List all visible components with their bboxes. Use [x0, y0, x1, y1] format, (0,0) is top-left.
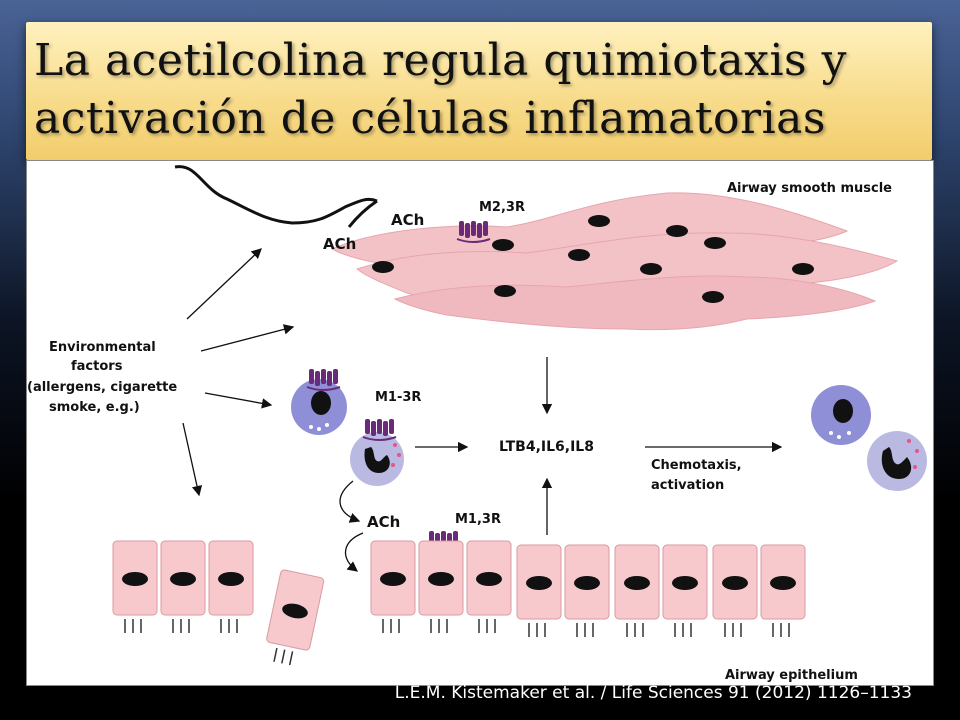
- muscle-nucleus: [494, 285, 516, 297]
- citation: L.E.M. Kistemaker et al. / Life Sciences…: [394, 683, 912, 703]
- label-ach-bottom: ACh: [367, 513, 400, 531]
- epithelial-cell: [662, 544, 708, 638]
- slide-title: La acetilcolina regula quimiotaxis y act…: [34, 32, 934, 148]
- muscle-nucleus: [704, 237, 726, 249]
- title-line-2: activación de células inflamatorias: [34, 93, 826, 144]
- eosinophil-right: [811, 385, 871, 445]
- epithelial-cell: [160, 540, 206, 634]
- label-env-4: smoke, e.g.): [49, 400, 140, 415]
- label-mediators: LTB4,IL6,IL8: [499, 439, 594, 455]
- muscle-nucleus: [588, 215, 610, 227]
- label-env-2: factors: [71, 359, 123, 374]
- arrow-env-to-eosinophil: [204, 392, 273, 409]
- label-airway-smooth-muscle: Airway smooth muscle: [727, 181, 892, 196]
- epithelial-cell: [418, 540, 464, 634]
- neutrophil-right: [867, 431, 927, 491]
- muscle-nucleus: [702, 291, 724, 303]
- arrow-env-to-muscle: [200, 324, 295, 352]
- diagram-svg: Airway smooth muscle ACh ACh M2,3R Envir…: [27, 165, 927, 683]
- arrow-env-to-epithelium: [182, 422, 203, 497]
- epithelial-cell: [208, 540, 254, 634]
- muscle-nucleus: [666, 225, 688, 237]
- epithelial-cell: [112, 540, 158, 634]
- muscle-nucleus: [792, 263, 814, 275]
- epithelial-cell: [370, 540, 416, 634]
- epithelial-cell: [466, 540, 512, 634]
- diagram-panel: Airway smooth muscle ACh ACh M2,3R Envir…: [26, 160, 934, 686]
- label-m13r-cells: M1-3R: [375, 390, 421, 405]
- label-ach-top-2: ACh: [323, 235, 356, 253]
- epithelial-cell-detached: [261, 568, 326, 670]
- nerve-fiber: [174, 165, 378, 225]
- arrow-neutrophil-to-ach: [339, 480, 361, 523]
- muscle-nucleus: [640, 263, 662, 275]
- title-line-1: La acetilcolina regula quimiotaxis y: [34, 35, 847, 86]
- muscle-nucleus: [372, 261, 394, 273]
- label-airway-epithelium: Airway epithelium: [725, 668, 858, 683]
- label-ach-top-1: ACh: [391, 211, 424, 229]
- epithelial-cell: [564, 544, 610, 638]
- title-banner: [26, 22, 932, 160]
- epithelial-cell: [712, 544, 758, 638]
- label-chemotaxis-1: Chemotaxis,: [651, 458, 742, 473]
- eosinophil-left: [291, 379, 347, 435]
- label-m13r-epi: M1,3R: [455, 512, 501, 527]
- label-env-1: Environmental: [49, 340, 156, 355]
- muscle-nucleus: [492, 239, 514, 251]
- label-m23r: M2,3R: [479, 200, 525, 215]
- epithelial-cell: [760, 544, 806, 638]
- nerve-branch: [347, 199, 378, 228]
- label-env-3: (allergens, cigarette: [27, 380, 177, 395]
- label-chemotaxis-2: activation: [651, 478, 724, 493]
- muscle-nucleus: [568, 249, 590, 261]
- epithelial-cell: [516, 544, 562, 638]
- neutrophil-left: [350, 432, 404, 486]
- smooth-muscle-layer: [330, 192, 899, 331]
- epithelial-cell: [614, 544, 660, 638]
- arrow-ach-epithelium: [345, 532, 364, 572]
- arrow-env-to-nerve: [186, 248, 262, 320]
